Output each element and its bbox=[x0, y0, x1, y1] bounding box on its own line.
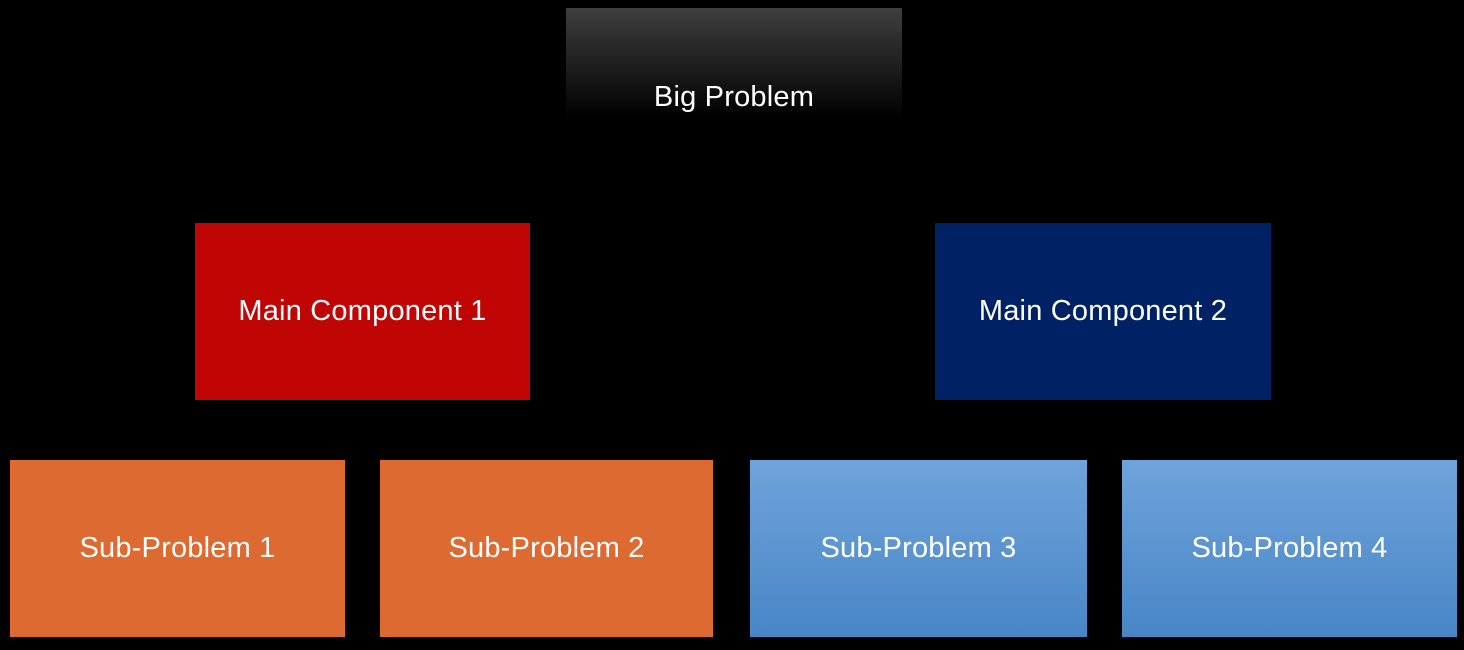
node-sub-problem-2: Sub-Problem 2 bbox=[380, 460, 713, 637]
node-main-component-1: Main Component 1 bbox=[195, 223, 530, 400]
node-sub-problem-2-label: Sub-Problem 2 bbox=[448, 532, 645, 565]
node-sub-problem-4: Sub-Problem 4 bbox=[1122, 460, 1457, 637]
node-sub-problem-3: Sub-Problem 3 bbox=[750, 460, 1087, 637]
node-sub-problem-3-label: Sub-Problem 3 bbox=[820, 532, 1017, 565]
root-node-big-problem: Big Problem bbox=[566, 8, 902, 186]
node-main-component-1-label: Main Component 1 bbox=[238, 295, 487, 328]
node-main-component-2: Main Component 2 bbox=[935, 223, 1271, 400]
root-node-label: Big Problem bbox=[653, 80, 815, 113]
node-sub-problem-1-label: Sub-Problem 1 bbox=[79, 532, 276, 565]
node-sub-problem-4-label: Sub-Problem 4 bbox=[1191, 532, 1388, 565]
node-sub-problem-1: Sub-Problem 1 bbox=[10, 460, 345, 637]
node-main-component-2-label: Main Component 2 bbox=[978, 295, 1228, 328]
